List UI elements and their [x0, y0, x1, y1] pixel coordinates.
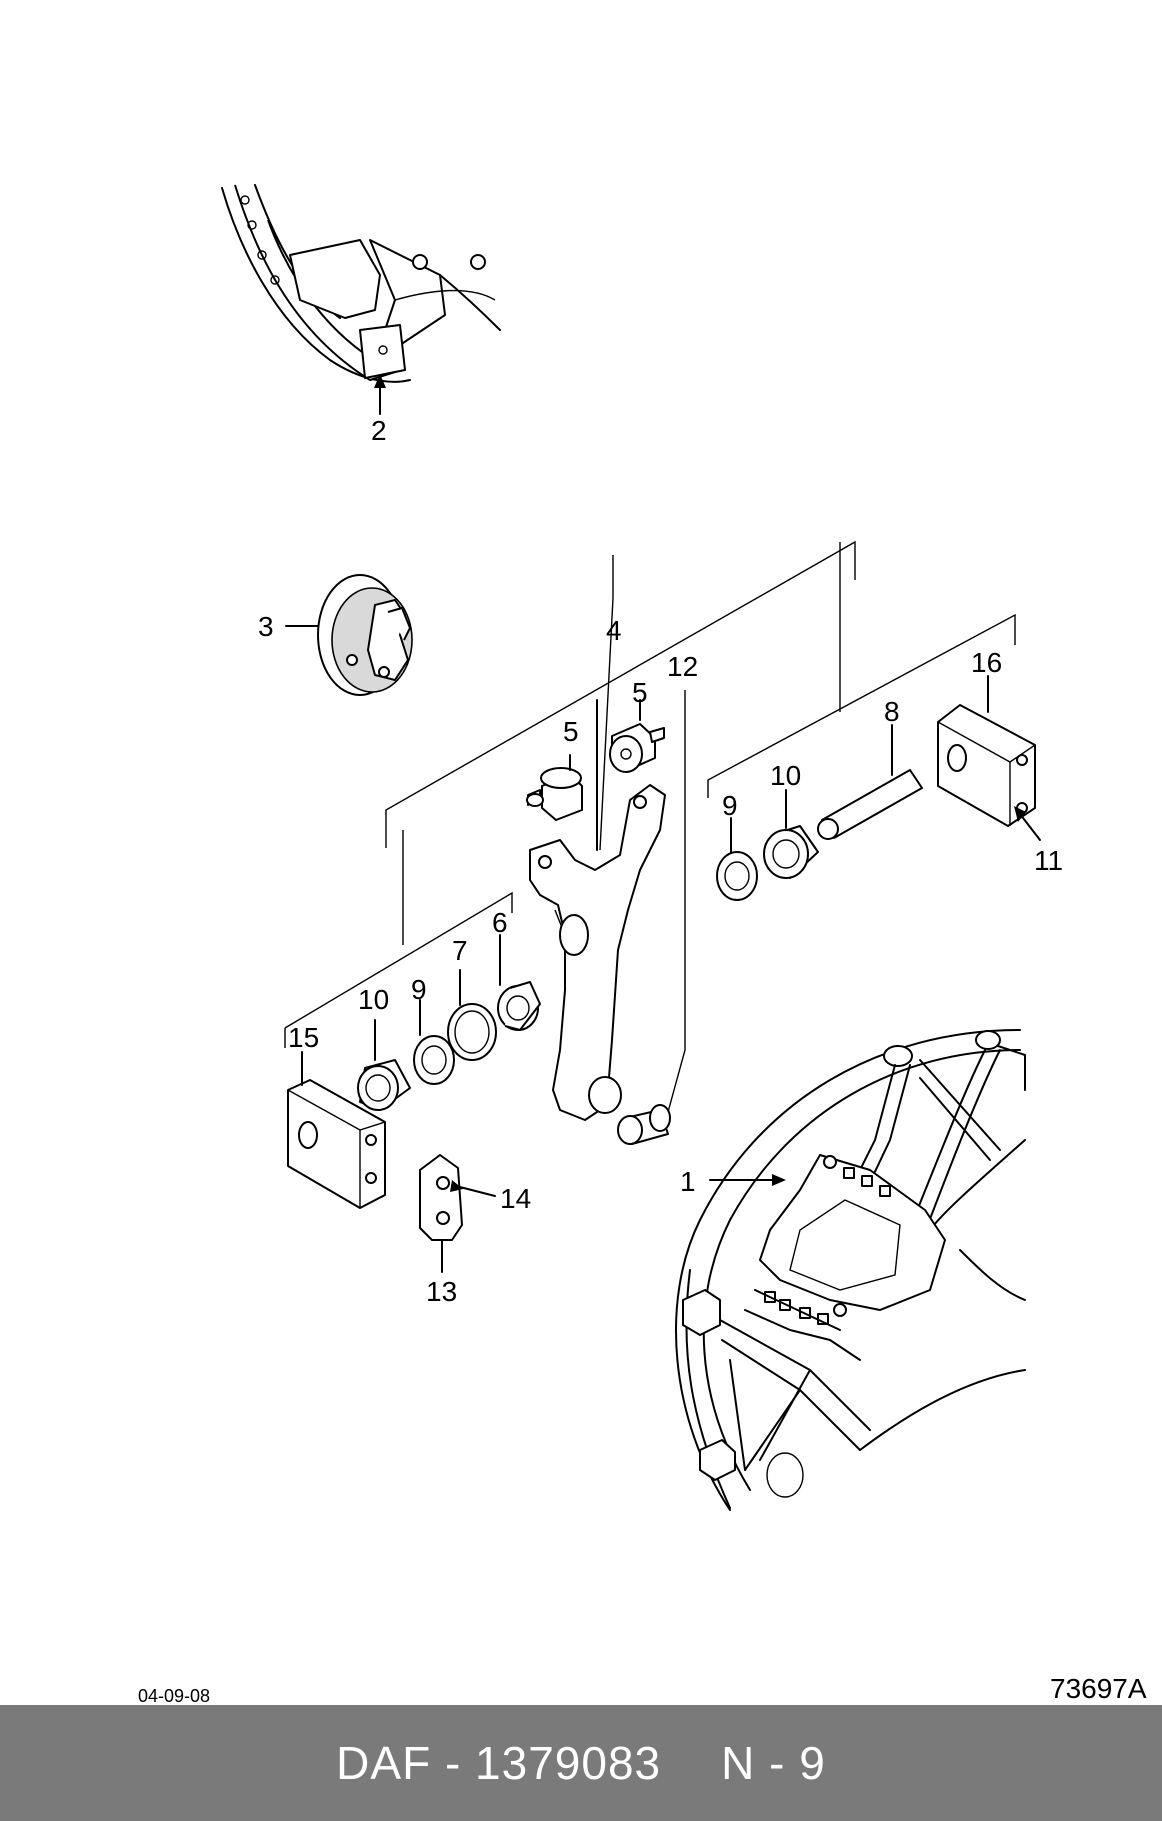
label-part-14: 14 — [500, 1183, 531, 1214]
bush-part-10-right — [763, 825, 819, 879]
washer-part-9-right — [716, 851, 758, 901]
footer-section-code: N - 9 — [721, 1737, 826, 1789]
label-part-10a: 10 — [358, 984, 389, 1015]
label-part-15: 15 — [288, 1022, 319, 1053]
bush-part-12 — [617, 1104, 671, 1145]
release-bearing-part-3 — [317, 574, 413, 696]
label-part-1: 1 — [680, 1166, 696, 1197]
parts-diagram: 2 3 4 12 5 5 — [138, 184, 1147, 1705]
label-part-16: 16 — [971, 647, 1002, 678]
washer-part-9-left — [413, 1035, 455, 1085]
label-part-3: 3 — [258, 611, 274, 642]
circlip-part-7 — [447, 1003, 497, 1061]
release-fork-part-4 — [529, 784, 666, 1121]
pin-part-5b — [609, 723, 665, 773]
label-part-13: 13 — [426, 1276, 457, 1307]
assembly-bracket-lines — [284, 540, 1016, 1113]
diagram-date: 04-09-08 — [138, 1686, 210, 1705]
label-part-5b: 5 — [632, 677, 648, 708]
label-part-7: 7 — [452, 935, 468, 966]
shaft-part-8 — [817, 769, 923, 840]
footer-bar: DAF - 1379083 N - 9 — [0, 1705, 1162, 1821]
pin-part-5a — [526, 767, 583, 821]
label-part-2: 2 — [371, 415, 387, 446]
label-part-4: 4 — [606, 615, 622, 646]
drawing-reference-number: 73697A — [1050, 1673, 1147, 1704]
footer-brand-part-number: DAF - 1379083 — [336, 1737, 662, 1789]
flywheel-housing-segment — [221, 184, 501, 415]
plate-part-13 — [419, 1154, 463, 1241]
label-part-10b: 10 — [770, 760, 801, 791]
label-part-6: 6 — [492, 907, 508, 938]
clutch-housing-part-1 — [675, 1029, 1026, 1511]
label-part-8: 8 — [884, 696, 900, 727]
label-part-12: 12 — [667, 651, 698, 682]
bush-part-10-left — [357, 1059, 411, 1111]
block-part-15 — [287, 1079, 386, 1209]
label-part-9b: 9 — [722, 790, 738, 821]
bush-part-6 — [497, 981, 541, 1031]
block-part-16 — [937, 704, 1036, 827]
label-part-5a: 5 — [563, 716, 579, 747]
label-part-9a: 9 — [411, 974, 427, 1005]
label-part-11: 11 — [1034, 845, 1063, 876]
